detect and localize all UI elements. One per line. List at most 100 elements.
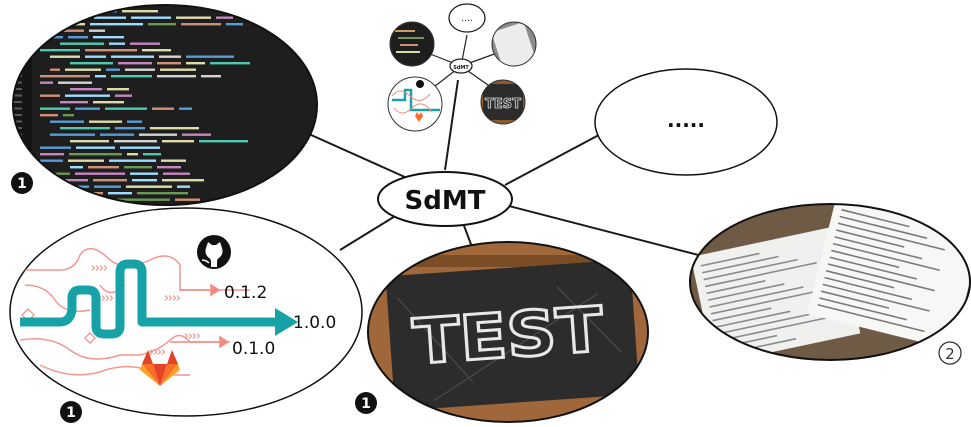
code-token bbox=[162, 140, 194, 143]
code-gutter-mark bbox=[14, 29, 22, 32]
document-line bbox=[712, 307, 772, 322]
document-line bbox=[709, 286, 804, 308]
code-token bbox=[50, 120, 84, 123]
code-token bbox=[115, 127, 145, 130]
code-token bbox=[216, 16, 233, 19]
code-gutter-mark bbox=[14, 88, 22, 90]
marker-git: 1 bbox=[60, 401, 82, 423]
code-token bbox=[122, 10, 158, 13]
document-line bbox=[700, 252, 760, 267]
mini-test-label: TEST bbox=[485, 97, 521, 112]
code-token bbox=[120, 146, 160, 149]
code-token bbox=[109, 159, 156, 162]
documents-node bbox=[689, 203, 971, 361]
git-chevron bbox=[192, 333, 197, 339]
document-line bbox=[817, 303, 925, 333]
document-line bbox=[839, 215, 928, 240]
code-token bbox=[210, 62, 250, 65]
code-token bbox=[95, 75, 106, 78]
code-token bbox=[70, 88, 102, 91]
code-token bbox=[94, 185, 121, 188]
git-chevron bbox=[176, 295, 181, 301]
code-token bbox=[186, 62, 205, 65]
code-token bbox=[70, 198, 92, 201]
edge-mini bbox=[444, 79, 459, 171]
marker-code-label: 1 bbox=[17, 176, 27, 192]
git-chevron bbox=[99, 265, 104, 271]
code-gutter-mark bbox=[14, 107, 22, 110]
git-chevron bbox=[95, 265, 100, 271]
code-token bbox=[186, 55, 234, 58]
code-token bbox=[50, 29, 84, 32]
code-token bbox=[127, 153, 138, 156]
code-token bbox=[107, 88, 129, 91]
placeholder-label: ..... bbox=[667, 108, 705, 132]
code-token bbox=[163, 172, 190, 175]
document-line bbox=[713, 310, 791, 329]
code-gutter-mark bbox=[14, 153, 22, 155]
code-gutter-mark bbox=[14, 16, 22, 19]
code-token bbox=[127, 120, 142, 123]
version-label-1-0-0: 1.0.0 bbox=[293, 313, 336, 333]
code-token bbox=[40, 185, 89, 188]
code-gutter-mark bbox=[14, 49, 22, 51]
code-gutter-mark bbox=[14, 120, 22, 123]
code-token bbox=[106, 68, 120, 71]
github-icon bbox=[197, 235, 231, 269]
mini-top-label: .... bbox=[461, 14, 472, 24]
code-gutter-mark bbox=[14, 114, 22, 116]
code-gutter-mark bbox=[14, 68, 22, 71]
code-token bbox=[139, 133, 177, 136]
document-line bbox=[831, 249, 900, 269]
code-token bbox=[159, 55, 181, 58]
code-token bbox=[50, 55, 80, 58]
git-chevron bbox=[164, 295, 169, 301]
git-chevron bbox=[172, 295, 177, 301]
code-token bbox=[181, 23, 221, 26]
code-gutter-mark bbox=[14, 55, 22, 58]
code-token bbox=[70, 62, 113, 65]
code-token bbox=[115, 94, 132, 97]
code-gutter-mark bbox=[14, 62, 22, 64]
document-line bbox=[827, 263, 935, 292]
code-token bbox=[93, 36, 124, 39]
code-token bbox=[130, 42, 160, 45]
code-token bbox=[130, 172, 158, 175]
document-line bbox=[826, 270, 895, 289]
document-line bbox=[834, 236, 923, 260]
mini-center-label: SdMT bbox=[453, 65, 469, 71]
git-chevron bbox=[153, 349, 158, 355]
code-token bbox=[161, 159, 186, 162]
placeholder-node: ..... bbox=[594, 68, 778, 176]
code-token bbox=[109, 42, 125, 45]
document-line bbox=[824, 276, 913, 301]
code-token bbox=[75, 172, 125, 175]
code-token bbox=[100, 133, 134, 136]
document-line bbox=[829, 256, 918, 280]
code-token bbox=[152, 107, 174, 110]
code-token bbox=[179, 107, 192, 110]
document-line bbox=[832, 242, 940, 272]
code-gutter-mark bbox=[14, 81, 22, 84]
edge-placeholder bbox=[504, 127, 613, 186]
code-token bbox=[70, 140, 109, 143]
document-line bbox=[822, 283, 930, 312]
code-token bbox=[40, 49, 80, 52]
code-token bbox=[85, 55, 106, 58]
code-token bbox=[75, 107, 100, 110]
code-gutter-mark bbox=[14, 42, 22, 45]
git-chevron bbox=[196, 333, 201, 339]
marker-test: 1 bbox=[355, 392, 377, 414]
code-token bbox=[88, 166, 119, 169]
gitlab-icon bbox=[140, 350, 180, 386]
document-line bbox=[841, 208, 910, 228]
version-label-0-1-0: 0.1.0 bbox=[232, 339, 275, 359]
document-line bbox=[702, 255, 779, 274]
git-chevron bbox=[184, 333, 189, 339]
marker-test-label: 1 bbox=[361, 396, 371, 412]
code-token bbox=[50, 36, 63, 39]
git-chevron bbox=[149, 349, 154, 355]
code-token bbox=[132, 179, 157, 182]
code-token bbox=[50, 68, 60, 71]
code-token bbox=[182, 133, 211, 136]
